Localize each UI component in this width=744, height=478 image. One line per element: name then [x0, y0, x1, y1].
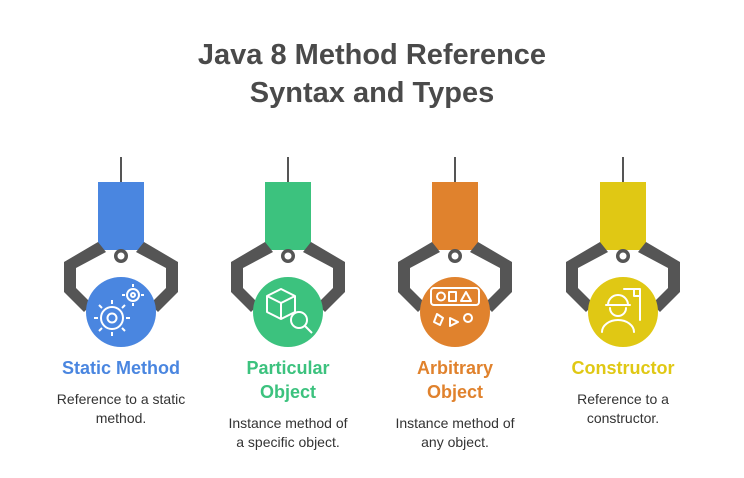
card-heading: Particular Object [246, 358, 330, 402]
diagram-title: Java 8 Method Reference Syntax and Types [0, 36, 744, 112]
claw-graphic [398, 157, 512, 347]
title-line-1: Java 8 Method Reference [197, 39, 547, 71]
claw-body [98, 182, 144, 250]
card-description: Instance method of any object. [395, 415, 515, 450]
claw-right-arm [136, 242, 178, 312]
arbitrary-object-card: Arbitrary Object Instance method of any … [370, 150, 540, 470]
claw-left-arm [398, 242, 440, 312]
claw-left-arm [231, 242, 273, 312]
card-heading: Constructor [571, 358, 675, 378]
card-heading: Arbitrary Object [416, 358, 494, 402]
card-description: Reference to a static method. [56, 391, 186, 426]
constructor-card: Constructor Reference to a constructor. [538, 150, 708, 470]
claw-graphic [64, 157, 178, 347]
claw-graphic [231, 157, 345, 347]
claw-graphic [566, 157, 680, 347]
claw-right-arm [303, 242, 345, 312]
claw-body [265, 182, 311, 250]
gears-icon [94, 284, 144, 336]
icon-circle [588, 277, 658, 347]
particular-object-card: Particular Object Instance method of a s… [203, 150, 373, 470]
claw-body [432, 182, 478, 250]
box-search-icon [266, 288, 313, 334]
icon-circle [253, 277, 323, 347]
claw-right-arm [638, 242, 680, 312]
claw-right-arm [470, 242, 512, 312]
shapes-icon [430, 287, 480, 327]
title-line-2: Syntax and Types [249, 77, 495, 109]
card-description: Instance method of a specific object. [228, 415, 348, 450]
claw-left-arm [64, 242, 106, 312]
claw-left-arm [566, 242, 608, 312]
claw-body [600, 182, 646, 250]
builder-icon [601, 288, 641, 333]
card-description: Reference to a constructor. [577, 391, 669, 426]
static-method-card: Static Method Reference to a static meth… [36, 150, 206, 470]
card-heading: Static Method [61, 358, 180, 378]
